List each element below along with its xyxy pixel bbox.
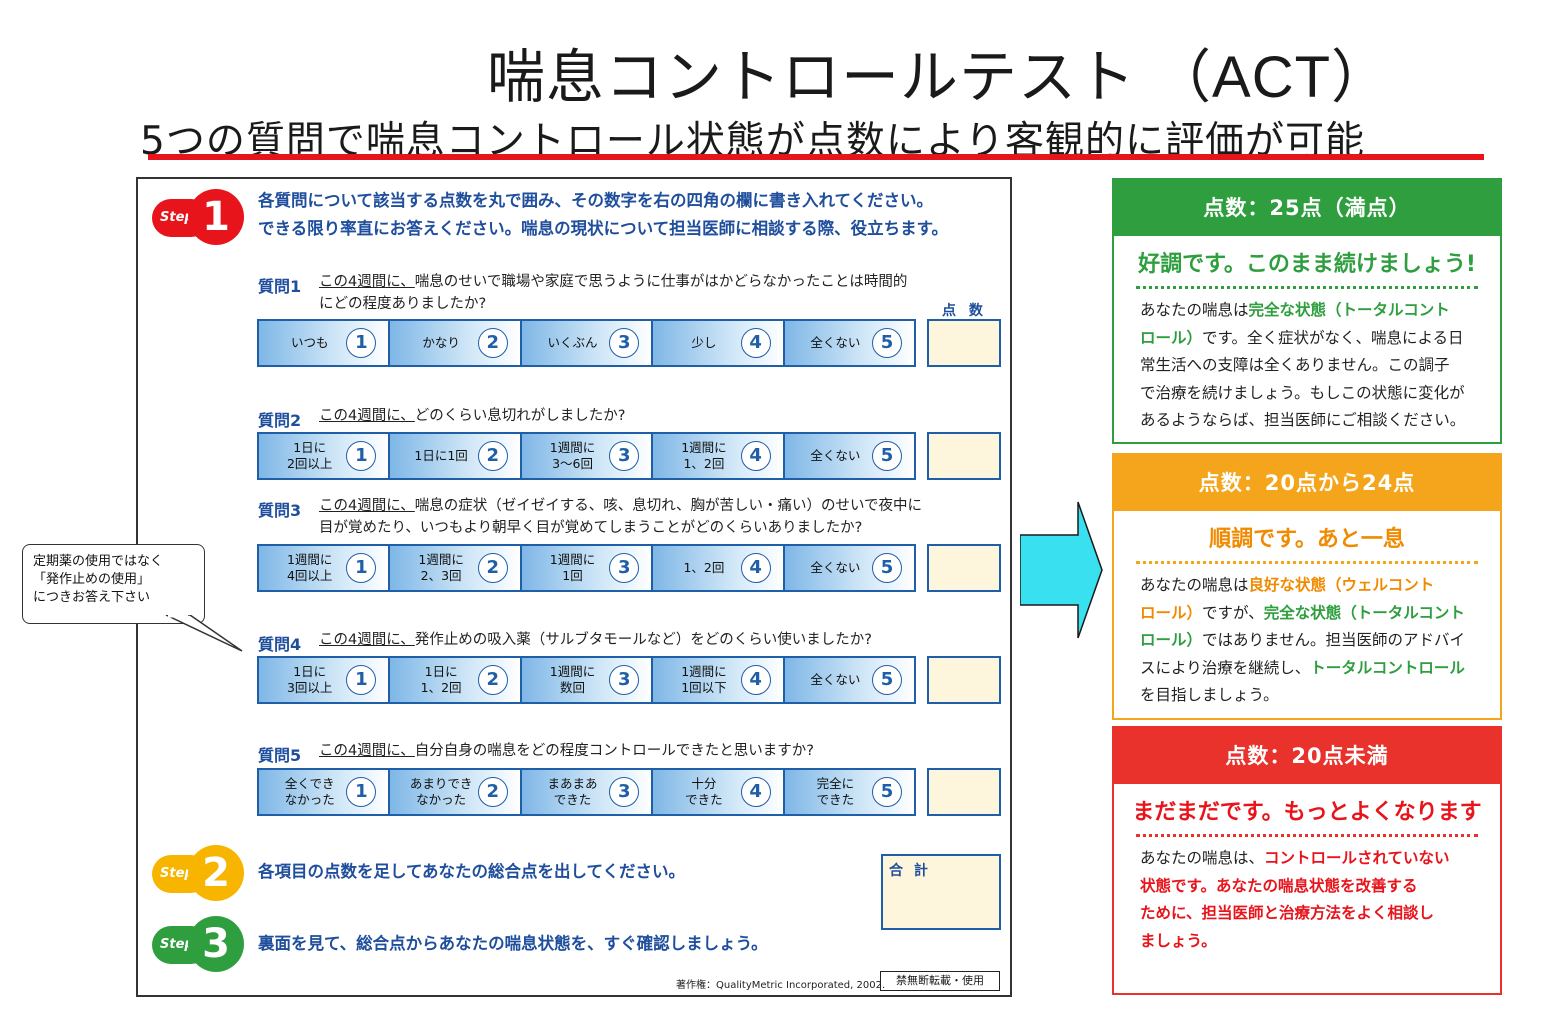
score-circle[interactable]: 1: [346, 665, 377, 695]
total-score-box[interactable]: 合 計: [881, 854, 1001, 930]
act-questionnaire-sheet: Step 1 各質問について該当する点数を丸で囲み、その数字を右の四角の欄に書き…: [136, 177, 1012, 997]
step3-instructions: 裏面を見て、総合点からあなたの喘息状態を、すぐ確認しましょう。: [258, 934, 768, 953]
step1-instructions: 各質問について該当する点数を丸で囲み、その数字を右の四角の欄に書き入れてください…: [258, 191, 949, 238]
callout-note: 定期薬の使用ではなく 「発作止めの使用」 につきお答え下さい: [22, 544, 205, 624]
score-circle[interactable]: 3: [609, 777, 640, 807]
score-circle[interactable]: 2: [477, 328, 508, 358]
question2-score-box[interactable]: [927, 432, 1001, 480]
callout-pointer: [165, 615, 243, 652]
score-circle[interactable]: 5: [872, 328, 903, 358]
step3-badge: Step 3: [152, 916, 244, 972]
score-circle[interactable]: 4: [740, 441, 771, 471]
score-circle[interactable]: 1: [346, 441, 377, 471]
question2-text: この4週間に、どのくらい息切れがしましたか?: [319, 408, 626, 424]
score-circle[interactable]: 4: [740, 328, 771, 358]
question3-label: 質問3: [258, 501, 302, 520]
result-panel-full-score: 点数：25点（満点） 好調です。このまま続けましょう! あなたの喘息は完全な状態…: [1112, 178, 1502, 444]
result-panel-under-20: 点数：20点未満 まだまだです。もっとよくなります あなたの喘息は、コントロール…: [1112, 726, 1502, 995]
question4-label: 質問4: [258, 635, 302, 654]
score-circle[interactable]: 5: [872, 777, 903, 807]
subtitle-underline: [148, 154, 1484, 160]
score-circle[interactable]: 1: [346, 777, 377, 807]
result-panel-20-24: 点数：20点から24点 順調です。あと一息 あなたの喘息は良好な状態（ウェルコン…: [1112, 453, 1502, 720]
step1-badge: Step 1: [152, 189, 244, 245]
question5-label: 質問5: [258, 746, 302, 765]
score-circle[interactable]: 3: [609, 441, 640, 471]
step2-instructions: 各項目の点数を足してあなたの総合点を出してください。: [258, 862, 686, 881]
question4-text: この4週間に、発作止めの吸入薬（サルブタモールなど）をどのくらい使いましたか?: [319, 632, 872, 648]
right-arrow-icon: [1020, 501, 1103, 639]
step2-badge: Step 2: [152, 845, 244, 901]
score-circle[interactable]: 3: [609, 665, 640, 695]
question1-score-box[interactable]: [927, 319, 1001, 367]
no-reprint-notice: 禁無断転載・使用: [880, 971, 1000, 991]
score-circle[interactable]: 2: [477, 665, 508, 695]
score-circle[interactable]: 2: [477, 553, 508, 583]
score-circle[interactable]: 2: [477, 441, 508, 471]
score-circle[interactable]: 5: [872, 441, 903, 471]
score-circle[interactable]: 4: [740, 665, 771, 695]
score-circle[interactable]: 4: [740, 553, 771, 583]
score-circle[interactable]: 1: [346, 328, 377, 358]
question4-score-box[interactable]: [927, 656, 1001, 704]
score-circle[interactable]: 3: [609, 553, 640, 583]
question3-text: この4週間に、喘息の症状（ゼイゼイする、咳、息切れ、胸が苦しい・痛い）のせいで夜…: [319, 498, 923, 536]
page-title: 喘息コントロールテスト （ACT）: [486, 45, 1391, 110]
score-circle[interactable]: 2: [477, 777, 508, 807]
score-circle[interactable]: 5: [872, 665, 903, 695]
question3-score-box[interactable]: [927, 544, 1001, 592]
score-circle[interactable]: 5: [872, 553, 903, 583]
copyright-notice: 著作権：QualityMetric Incorporated, 2002.: [676, 980, 886, 991]
question5-score-box[interactable]: [927, 768, 1001, 816]
score-column-header: 点 数: [942, 303, 987, 319]
score-circle[interactable]: 4: [740, 777, 771, 807]
question1-text: この4週間に、喘息のせいで職場や家庭で思うように仕事がはかどらなかったことは時間…: [319, 274, 908, 312]
question2-label: 質問2: [258, 411, 302, 430]
score-circle[interactable]: 3: [609, 328, 640, 358]
question5-text: この4週間に、自分自身の喘息をどの程度コントロールできたと思いますか?: [319, 743, 814, 759]
question1-label: 質問1: [258, 277, 302, 296]
score-circle[interactable]: 1: [346, 553, 377, 583]
